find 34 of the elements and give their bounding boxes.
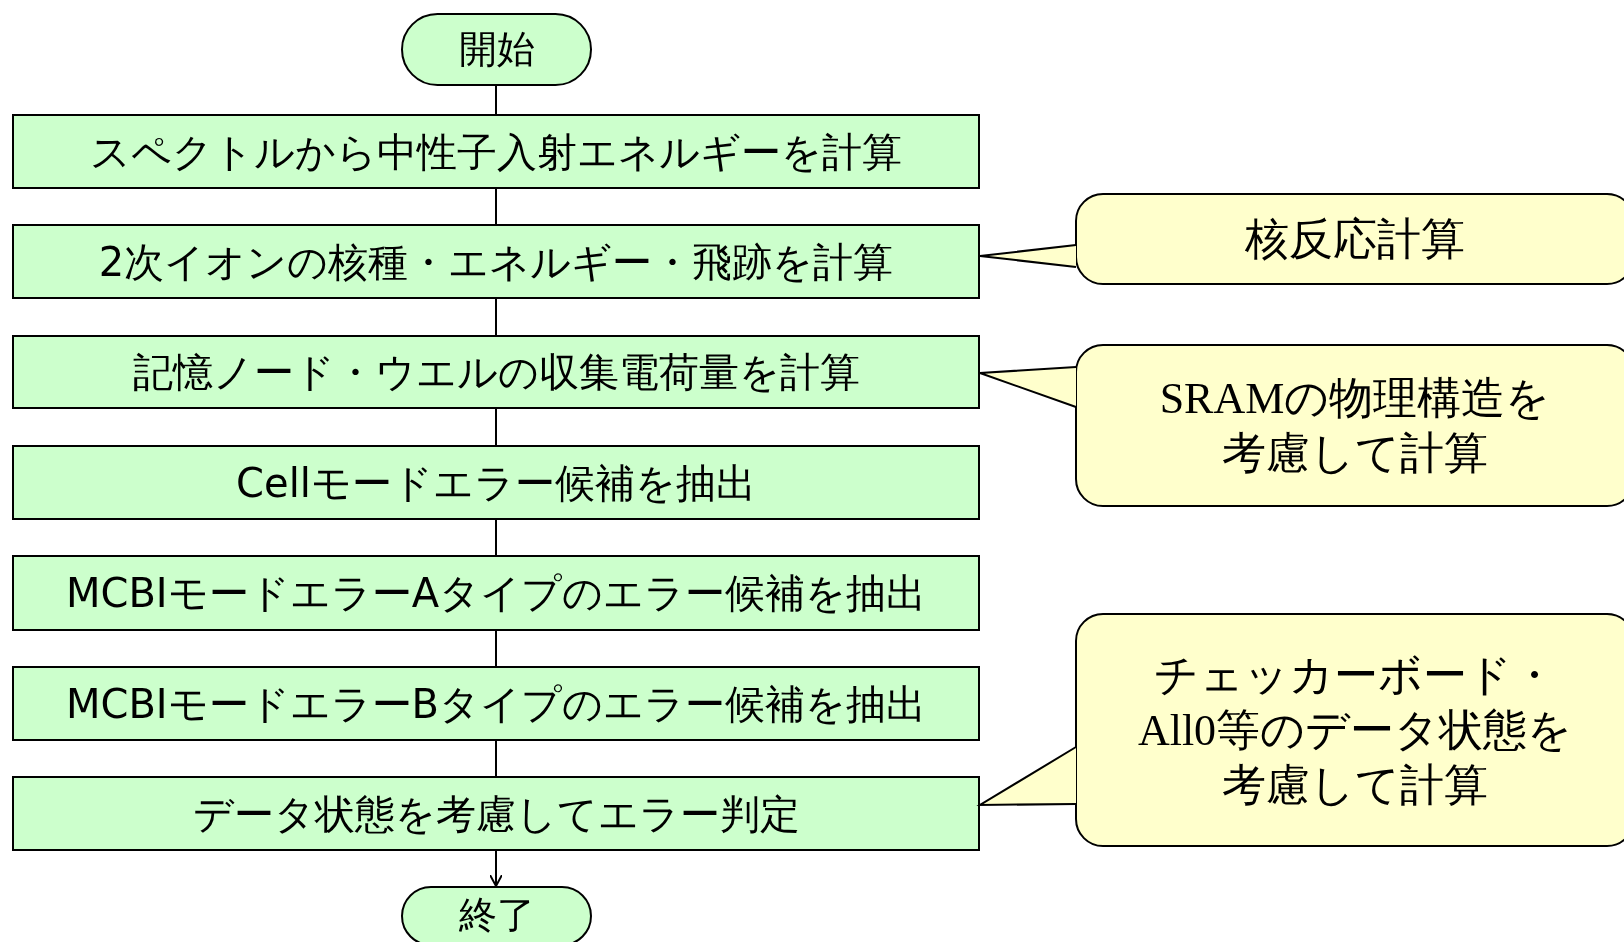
connector-line [495,408,497,446]
node-text: チェッカーボード・All0等のデータ状態を考慮して計算 [1136,649,1574,812]
node-text: MCBIモードエラーBタイプのエラー候補を抽出 [65,679,927,729]
process-box [12,114,980,189]
node-text: 核反応計算 [1245,213,1465,266]
connector-line [495,519,497,556]
node-text: Cellモードエラー候補を抽出 [236,458,756,508]
callout-bubble [1075,344,1624,507]
callout-tail [979,244,1077,268]
process-box [12,224,980,299]
node-text: 記憶ノード・ウエルの収集電荷量を計算 [132,348,860,397]
connector-line [495,298,497,336]
callout-bubble [1075,613,1624,847]
callout-tail [976,746,1077,807]
process-box [12,776,980,851]
connector-line [495,85,497,115]
callout-tail [979,366,1077,408]
connector-line [495,740,497,777]
process-box [12,555,980,631]
node-text: SRAMの物理構造を考慮して計算 [1158,372,1552,480]
connector-line [495,630,497,667]
node-text: 終了 [458,892,535,940]
process-box [12,335,980,409]
arrow [489,850,503,887]
terminal-pill [401,886,592,942]
node-text: 開始 [458,25,535,73]
node-text: データ状態を考慮してエラー判定 [192,789,800,839]
node-text: 2次イオンの核種・エネルギー・飛跡を計算 [98,237,894,287]
callout-bubble [1075,193,1624,285]
node-text: スペクトルから中性子入射エネルギーを計算 [90,127,902,177]
node-text: MCBIモードエラーAタイプのエラー候補を抽出 [65,569,926,618]
process-box [12,445,980,520]
process-box [12,666,980,741]
connector-line [495,188,497,225]
